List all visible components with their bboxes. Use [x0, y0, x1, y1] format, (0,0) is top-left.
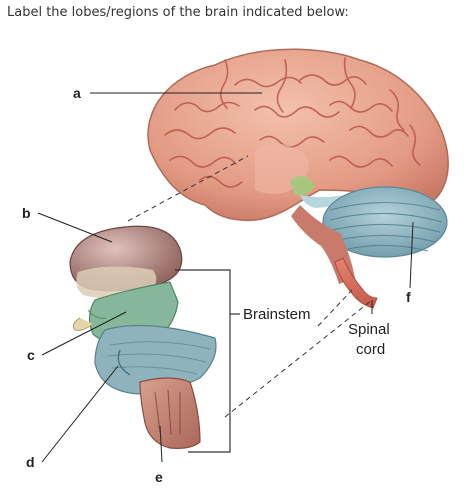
large-spinal-cord: [334, 257, 378, 309]
spinal-cord-label-line2: cord: [356, 341, 385, 358]
label-f: f: [406, 289, 411, 305]
label-d: d: [26, 454, 35, 470]
label-e: e: [155, 469, 163, 485]
brainstem-bracket: [175, 269, 240, 453]
brainstem-label: Brainstem: [243, 306, 311, 323]
cerebellum: [322, 186, 448, 258]
label-a: a: [73, 85, 81, 101]
medulla-oblongata: [139, 377, 201, 449]
label-b: b: [22, 205, 31, 221]
spinal-cord-label-line1: Spinal: [348, 321, 390, 338]
thalamus-region: [290, 176, 315, 196]
question-text: Label the lobes/regions of the brain ind…: [7, 5, 349, 20]
label-c: c: [27, 347, 35, 363]
